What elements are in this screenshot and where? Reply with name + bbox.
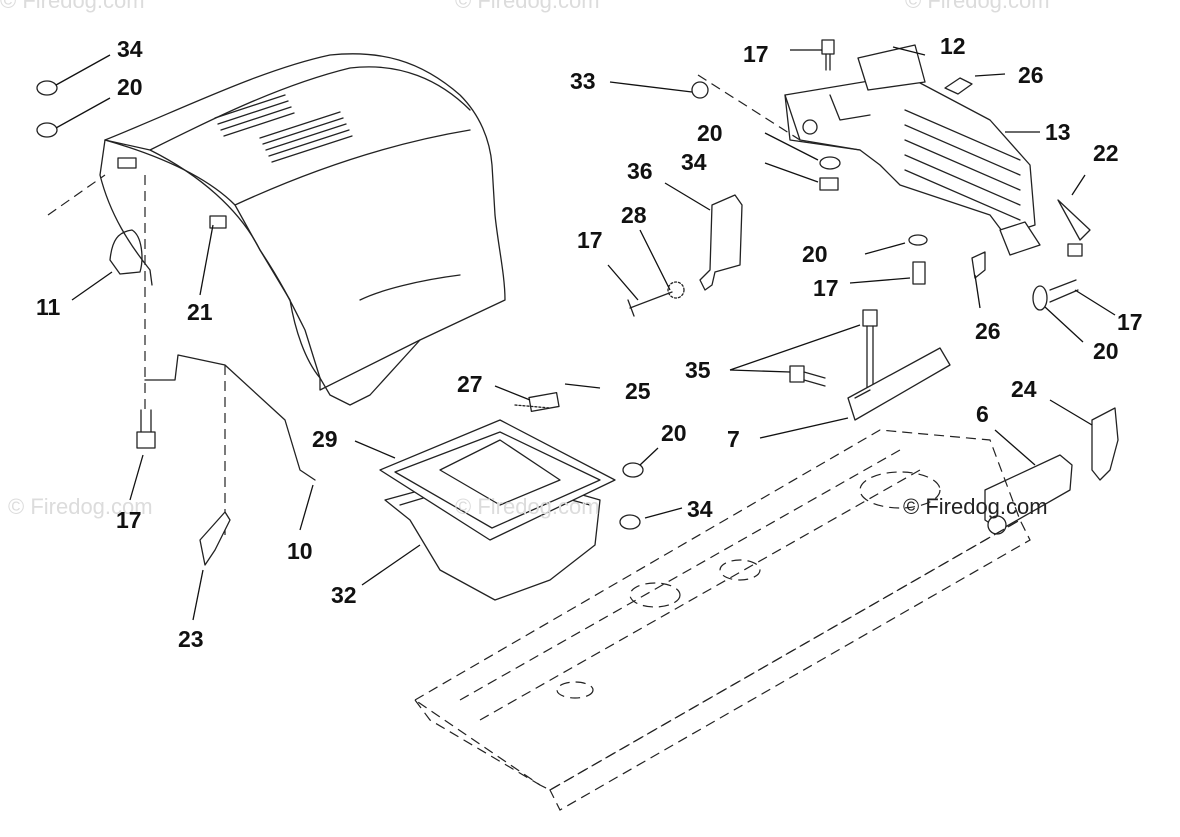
callout-23: 23 [178, 626, 204, 652]
callout-7: 7 [727, 426, 740, 452]
watermark-text: © Firedog.com [455, 494, 600, 519]
callout-20: 20 [661, 420, 687, 446]
leader-lines [55, 46, 1116, 621]
callout-20: 20 [117, 74, 143, 100]
callout-27: 27 [457, 371, 483, 397]
callout-26: 26 [1018, 62, 1044, 88]
callout-10: 10 [287, 538, 313, 564]
dash-panel-part [697, 44, 1041, 256]
lever-6-part [984, 454, 1073, 531]
watermark-text: © Firedog.com [0, 0, 145, 13]
callout-35: 35 [685, 357, 711, 383]
callout-13: 13 [1045, 119, 1071, 145]
bracket-23-part [199, 511, 231, 566]
callout-12: 12 [940, 33, 966, 59]
callout-36: 36 [627, 158, 653, 184]
bracket-7-part [789, 309, 951, 421]
callout-33: 33 [570, 68, 596, 94]
callout-17: 17 [743, 41, 769, 67]
bracket-24-part [1091, 407, 1119, 481]
rod-10-part [144, 354, 316, 481]
bracket-36-part [699, 194, 743, 291]
watermark-text: © Firedog.com [905, 0, 1050, 13]
callout-34: 34 [117, 36, 143, 62]
callout-29: 29 [312, 426, 338, 452]
chassis-frame-part [413, 429, 1031, 811]
callout-11: 11 [36, 294, 61, 320]
callout-34: 34 [687, 496, 713, 522]
callout-20: 20 [802, 241, 828, 267]
watermark-main: © Firedog.com [903, 494, 1048, 519]
callout-20: 20 [697, 120, 723, 146]
callout-32: 32 [331, 582, 357, 608]
watermark-text: © Firedog.com [8, 494, 153, 519]
callout-17: 17 [1117, 309, 1143, 335]
callout-6: 6 [976, 401, 989, 427]
callout-34: 34 [681, 149, 707, 175]
callout-24: 24 [1011, 376, 1037, 402]
watermark-text: © Firedog.com [455, 0, 600, 13]
callout-25: 25 [625, 378, 651, 404]
hardware-part [36, 39, 1091, 317]
callout-17: 17 [577, 227, 603, 253]
hood-part [47, 53, 506, 406]
callout-26: 26 [975, 318, 1001, 344]
callout-17: 17 [813, 275, 839, 301]
callout-17: 17 [116, 507, 142, 533]
battery-tray-part [379, 392, 616, 601]
callout-21: 21 [187, 299, 213, 325]
callout-28: 28 [621, 202, 647, 228]
callout-20: 20 [1093, 338, 1119, 364]
callout-22: 22 [1093, 140, 1119, 166]
